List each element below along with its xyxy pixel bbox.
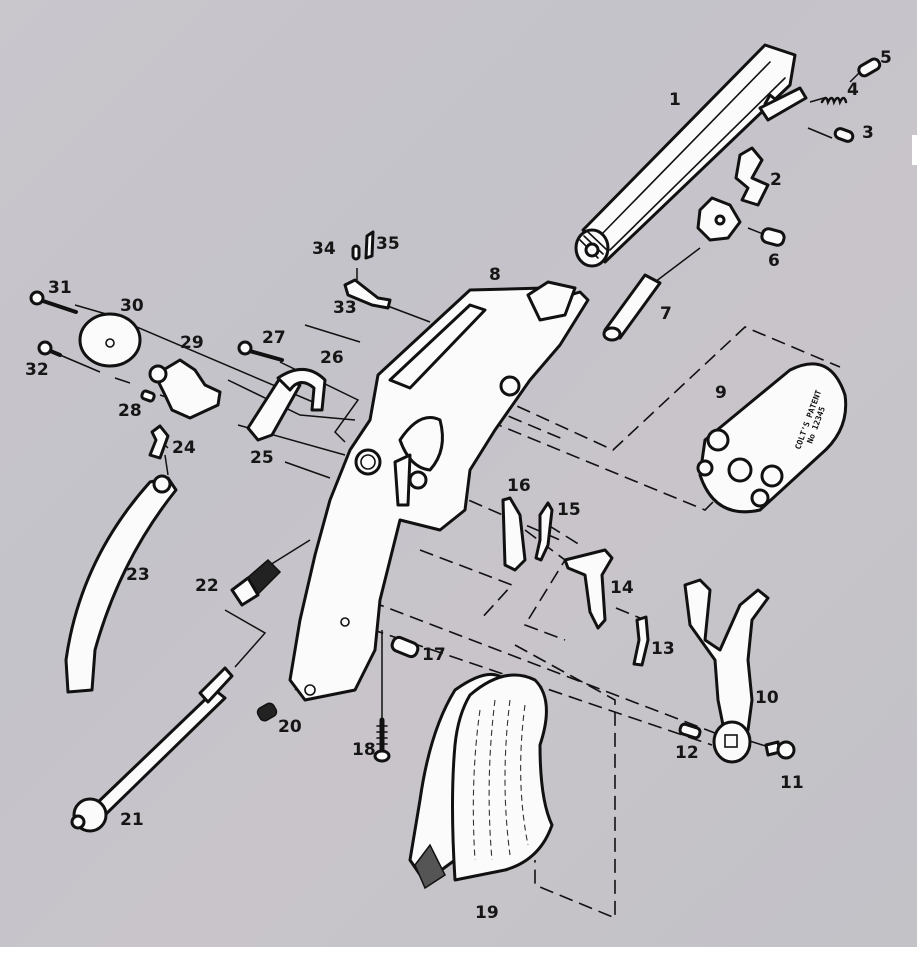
axis-33 bbox=[384, 304, 431, 323]
label-part-33: 33 bbox=[333, 298, 357, 318]
bottom-margin bbox=[0, 947, 917, 954]
part-2-loading-lever[interactable] bbox=[696, 86, 808, 242]
label-part-14: 14 bbox=[610, 578, 634, 598]
part-24-hand-spring[interactable] bbox=[148, 424, 170, 460]
axis-15 bbox=[547, 524, 581, 546]
axis-32 bbox=[59, 354, 101, 373]
label-part-28: 28 bbox=[118, 401, 142, 421]
axis-trigger bbox=[419, 549, 514, 621]
label-part-22: 22 bbox=[195, 576, 219, 596]
part-20-mainspring-screw[interactable] bbox=[256, 701, 279, 722]
label-part-7: 7 bbox=[660, 304, 672, 324]
part-8-frame[interactable] bbox=[288, 280, 590, 702]
label-part-21: 21 bbox=[120, 810, 144, 830]
axis-25b bbox=[284, 461, 331, 479]
axis-cylinder-top bbox=[459, 326, 841, 451]
label-part-9: 9 bbox=[715, 383, 727, 403]
part-13-trigger-spring[interactable] bbox=[632, 615, 650, 667]
axis-hammer-a bbox=[379, 595, 721, 736]
part-30-cylinder-base[interactable] bbox=[78, 312, 142, 368]
label-part-3: 3 bbox=[862, 123, 874, 143]
label-part-10: 10 bbox=[755, 688, 779, 708]
part-5-latch[interactable] bbox=[857, 57, 882, 78]
part-10-hammer[interactable] bbox=[683, 578, 770, 764]
axis-5 bbox=[849, 71, 861, 83]
part-12-hammer-roll-pin[interactable] bbox=[678, 722, 702, 740]
part-23-backstrap[interactable] bbox=[64, 474, 178, 694]
part-29-stirrup[interactable] bbox=[148, 358, 222, 420]
part-25-hand[interactable] bbox=[246, 376, 302, 442]
part-16-bolt[interactable] bbox=[501, 496, 527, 572]
label-part-20: 20 bbox=[278, 717, 302, 737]
label-part-26: 26 bbox=[320, 348, 344, 368]
part-14-trigger[interactable] bbox=[563, 548, 614, 630]
label-part-19: 19 bbox=[475, 903, 499, 923]
part-17-wedge-pin[interactable] bbox=[390, 635, 420, 659]
part-9-cylinder[interactable]: COLT'S PATENT No 12345 bbox=[696, 362, 848, 514]
label-part-18: 18 bbox=[352, 740, 376, 760]
label-part-30: 30 bbox=[120, 296, 144, 316]
scan-edge-highlight bbox=[912, 135, 917, 165]
label-part-8: 8 bbox=[489, 265, 501, 285]
label-part-4: 4 bbox=[847, 80, 859, 100]
label-part-35: 35 bbox=[376, 234, 400, 254]
label-part-16: 16 bbox=[507, 476, 531, 496]
part-19-grips[interactable] bbox=[408, 672, 554, 890]
part-28-stirrup-pin[interactable] bbox=[140, 389, 156, 403]
axis-7 bbox=[654, 247, 701, 283]
label-part-31: 31 bbox=[48, 278, 72, 298]
label-part-32: 32 bbox=[25, 360, 49, 380]
axis-26 bbox=[304, 324, 361, 343]
part-15-bolt-spring[interactable] bbox=[534, 501, 554, 562]
part-27-guard-screw[interactable] bbox=[237, 340, 284, 362]
label-part-6: 6 bbox=[768, 251, 780, 271]
label-part-27: 27 bbox=[262, 328, 286, 348]
part-26-trigger-guard[interactable] bbox=[276, 368, 327, 412]
axis-22 bbox=[269, 539, 311, 566]
part-32-base-screw[interactable] bbox=[37, 340, 62, 357]
part-18-grip-screw[interactable] bbox=[373, 717, 391, 763]
part-21-arbor[interactable] bbox=[70, 666, 234, 833]
label-part-13: 13 bbox=[651, 639, 675, 659]
axis-4 bbox=[809, 97, 825, 103]
label-part-12: 12 bbox=[675, 743, 699, 763]
part-6-plunger-screw[interactable] bbox=[760, 227, 786, 247]
part-11-hammer-screw[interactable] bbox=[764, 740, 796, 760]
axis-23 bbox=[164, 454, 169, 476]
label-part-34: 34 bbox=[312, 239, 336, 259]
label-part-17: 17 bbox=[422, 645, 446, 665]
label-part-24: 24 bbox=[172, 438, 196, 458]
axis-32b bbox=[114, 377, 131, 384]
part-22-arbor-spring[interactable] bbox=[230, 558, 282, 607]
label-part-29: 29 bbox=[180, 333, 204, 353]
label-part-5: 5 bbox=[880, 48, 892, 68]
label-part-25: 25 bbox=[250, 448, 274, 468]
label-part-1: 1 bbox=[669, 90, 681, 110]
axis-13 bbox=[615, 607, 641, 619]
part-7-plunger[interactable] bbox=[602, 273, 662, 342]
axis-grips bbox=[514, 644, 616, 920]
part-34-sight-pin[interactable] bbox=[351, 244, 361, 261]
label-part-11: 11 bbox=[780, 773, 804, 793]
part-4-latch-spring[interactable] bbox=[820, 96, 848, 106]
axis-29 bbox=[227, 379, 356, 421]
axis-21 bbox=[224, 609, 267, 668]
part-35-sight-blade[interactable] bbox=[364, 230, 375, 260]
part-33-sight-base[interactable] bbox=[343, 278, 392, 310]
label-part-15: 15 bbox=[557, 500, 581, 520]
part-3-lever-pin[interactable] bbox=[833, 127, 855, 143]
axis-3 bbox=[807, 127, 833, 139]
part-31-backstrap-screw[interactable] bbox=[29, 290, 78, 314]
label-part-23: 23 bbox=[126, 565, 150, 585]
label-part-2: 2 bbox=[770, 170, 782, 190]
